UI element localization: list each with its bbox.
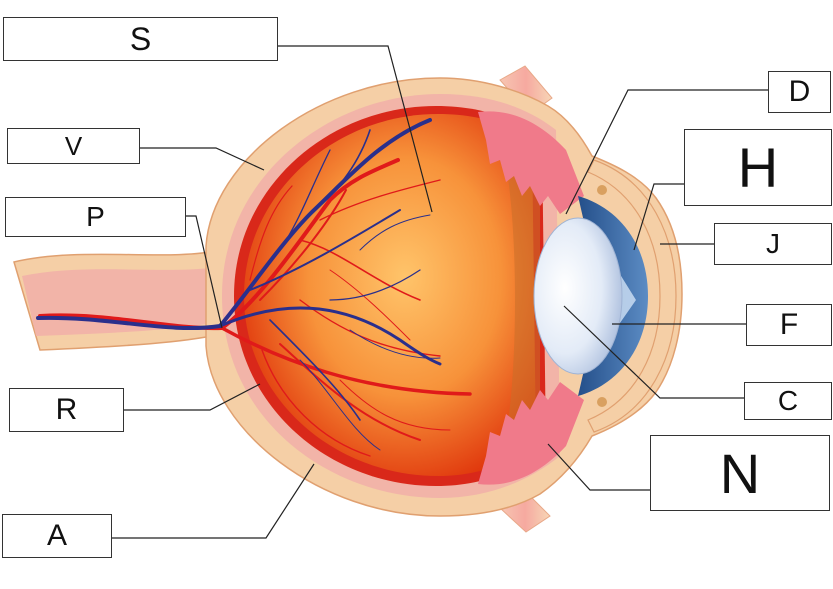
label-d-text: D bbox=[788, 75, 811, 108]
label-s-text: S bbox=[129, 20, 152, 57]
leader-line-a bbox=[112, 463, 315, 539]
label-box-a[interactable]: A bbox=[2, 514, 112, 558]
label-p-text: P bbox=[86, 201, 105, 232]
leader-line-r bbox=[124, 383, 261, 411]
retinal-veins bbox=[36, 118, 442, 451]
label-box-p[interactable]: P bbox=[5, 197, 186, 237]
label-h-text: H bbox=[737, 136, 779, 199]
label-box-h[interactable]: H bbox=[684, 129, 832, 206]
label-c-text: C bbox=[777, 385, 799, 416]
leader-lines bbox=[112, 45, 768, 539]
label-n-text: N bbox=[719, 441, 761, 505]
label-v-text: V bbox=[64, 130, 83, 161]
leader-line-h bbox=[633, 183, 684, 251]
lens bbox=[533, 217, 623, 375]
label-box-v[interactable]: V bbox=[7, 128, 140, 164]
ciliary-body-bottom bbox=[478, 382, 584, 485]
leader-line-v bbox=[140, 147, 265, 171]
label-r-text: R bbox=[55, 393, 78, 426]
leader-line-p bbox=[186, 215, 223, 329]
label-box-r[interactable]: R bbox=[9, 388, 124, 432]
ciliary-body-top bbox=[478, 111, 584, 214]
retinal-arteries bbox=[38, 158, 472, 457]
leader-line-d bbox=[565, 89, 768, 215]
label-box-s[interactable]: S bbox=[3, 17, 278, 61]
label-f-text: F bbox=[779, 308, 799, 341]
cornea bbox=[587, 159, 677, 433]
label-box-d[interactable]: D bbox=[768, 71, 831, 113]
label-box-c[interactable]: C bbox=[744, 382, 832, 420]
leader-line-s bbox=[278, 45, 433, 213]
leader-line-n bbox=[547, 443, 650, 491]
label-box-f[interactable]: F bbox=[746, 304, 832, 346]
label-j-text: J bbox=[766, 228, 780, 259]
leader-line-c bbox=[563, 305, 744, 399]
label-a-text: A bbox=[46, 519, 67, 552]
label-box-j[interactable]: J bbox=[714, 223, 832, 265]
label-box-n[interactable]: N bbox=[650, 435, 830, 511]
